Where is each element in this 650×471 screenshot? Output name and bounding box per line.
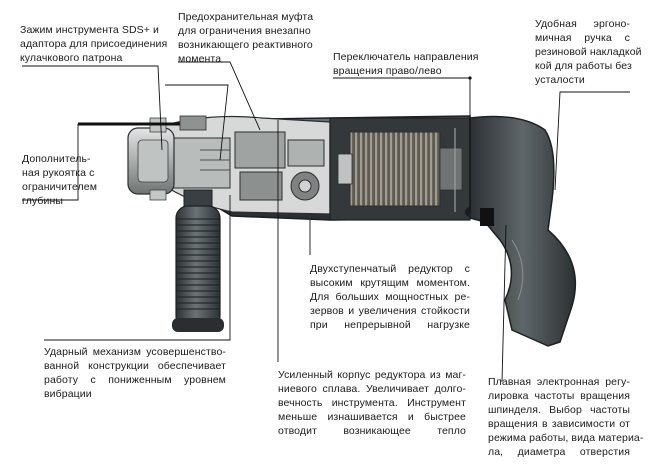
callout-safety-clutch: Предохранительная муфта для ограничения … bbox=[178, 11, 314, 65]
callout-two-stage-gearbox: Двухступенчатый редуктор с высоким крутя… bbox=[310, 263, 470, 331]
motor-armature bbox=[349, 131, 441, 207]
trigger bbox=[480, 208, 494, 226]
callout-sds-clamp: Зажим инструмента SDS+ и адаптора для пр… bbox=[20, 24, 168, 64]
callout-aux-handle: Дополнитель- ная рукоятка с ограничителе… bbox=[22, 153, 98, 207]
callout-ergonomic-handle: Удобная эргоно- мичная ручка с резиновой… bbox=[535, 18, 642, 86]
auxiliary-handle bbox=[172, 189, 224, 332]
callout-electronic-speed: Плавная электронная регу- лировка частот… bbox=[488, 376, 644, 458]
gear-train bbox=[169, 131, 325, 201]
main-grip bbox=[469, 115, 577, 347]
callout-impact-mechanism: Ударный механизм усовершенство- ванной к… bbox=[44, 346, 226, 400]
callout-reverse-switch: Переключатель направления вращения право… bbox=[333, 51, 479, 77]
sds-chuck bbox=[127, 117, 175, 201]
callout-gearbox-housing: Усиленный корпус редуктора из маг- ниево… bbox=[278, 369, 466, 437]
